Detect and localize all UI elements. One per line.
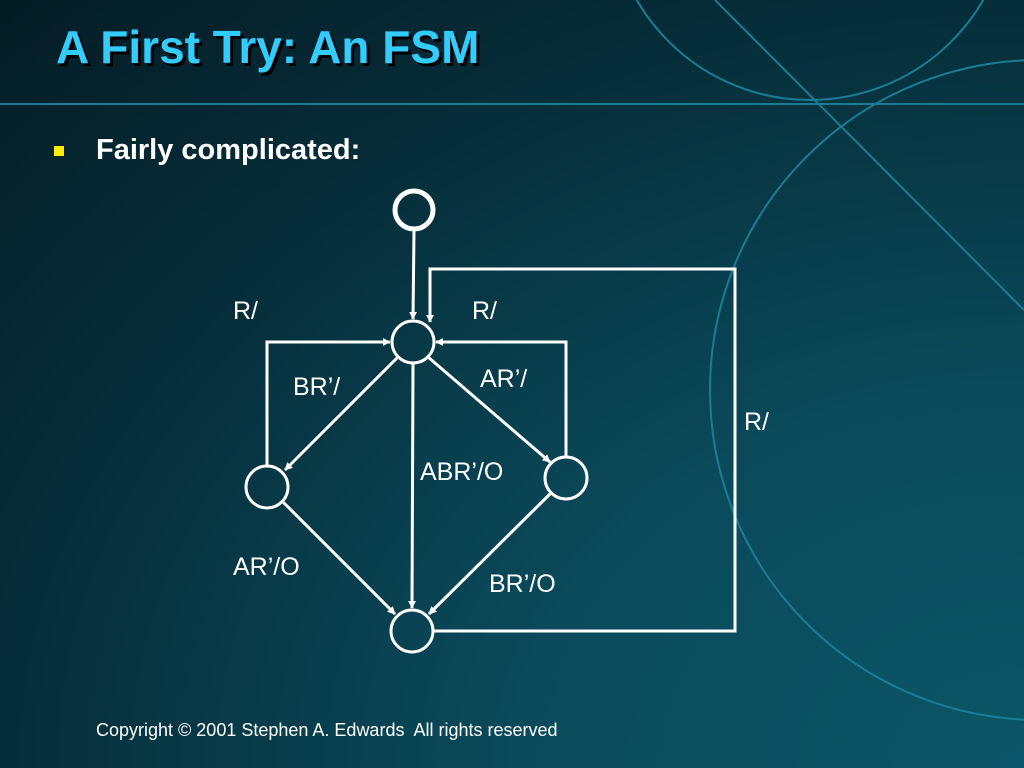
state-bottom [389, 608, 435, 654]
state-right [543, 455, 589, 501]
deco-arc-large [709, 59, 1024, 721]
edge-right-to-bottom [427, 491, 553, 616]
label-right-to-center: R/ [472, 297, 497, 325]
copyright-footer: Copyright © 2001 Stephen A. Edwards All … [96, 720, 558, 740]
edge-center-to-right [427, 355, 551, 464]
deco-line-diagonal [714, 0, 1024, 311]
bullet-square-icon [54, 145, 64, 156]
deco-arc-top [635, 0, 985, 101]
label-left-to-center: R/ [233, 297, 258, 325]
state-center [390, 319, 436, 365]
edge-left-to-center [265, 338, 391, 466]
bullet-item: Fairly complicated: [54, 134, 360, 167]
bullet-text: Fairly complicated: [96, 134, 361, 166]
state-left [244, 464, 290, 510]
label-left-to-bottom: AR’/O [233, 553, 300, 581]
edge-right-to-center [435, 338, 568, 457]
edge-center-to-bottom [408, 363, 417, 609]
label-bottom-to-center: R/ [744, 408, 769, 436]
label-center-to-right: AR’/ [480, 365, 527, 393]
edge-center-to-left [283, 355, 400, 472]
initial-state [392, 188, 436, 232]
label-center-to-bottom: ABR’/O [420, 458, 503, 486]
edge-initial-to-center [409, 230, 418, 320]
edge-bottom-to-center [426, 267, 737, 633]
label-center-to-left: BR’/ [293, 373, 340, 401]
slide-title: A First Try: An FSM [56, 21, 480, 73]
edge-left-to-bottom [281, 500, 397, 616]
label-right-to-bottom: BR’/O [489, 570, 556, 598]
